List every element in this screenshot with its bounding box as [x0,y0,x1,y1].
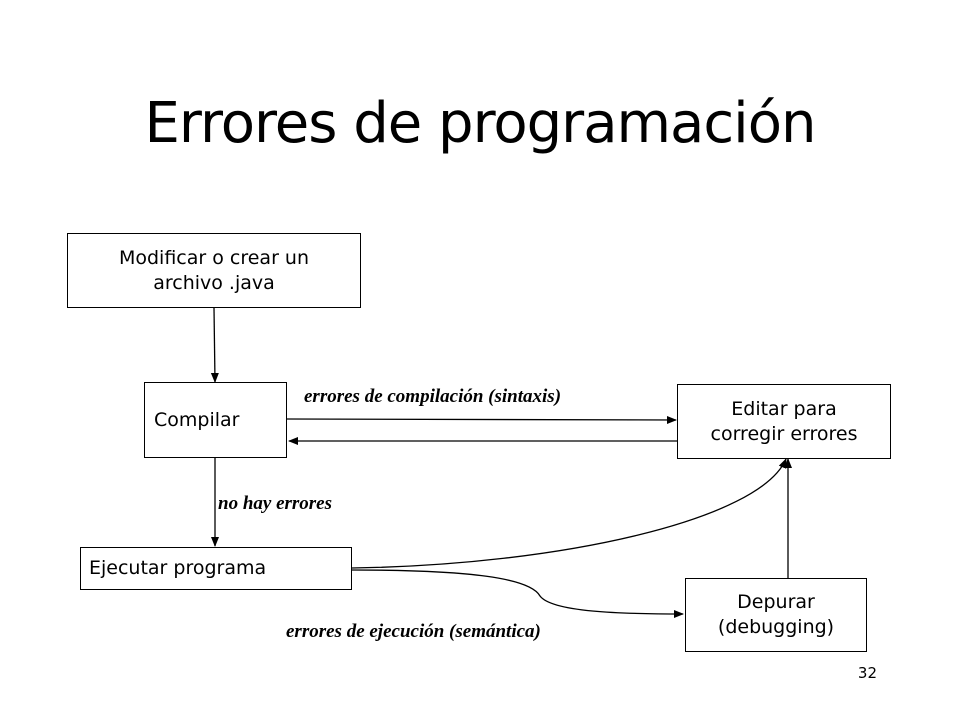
slide-title: Errores de programación [144,91,817,156]
box-depurar-line2: (debugging) [717,616,835,638]
box-depurar-line1: Depurar [737,591,815,613]
box-compilar-text: Compilar [154,408,240,431]
box-ejecutar-text: Ejecutar programa [89,557,267,579]
box-editar: Editar para corregir errores [677,384,891,459]
box-ejecutar: Ejecutar programa [80,547,352,590]
page-number: 32 [857,664,877,682]
arrow-ejecutar-editar [351,458,787,569]
box-modificar-line1: Modificar o crear un [118,246,310,269]
label-no-hay-errores: no hay errores [218,493,333,514]
label-errores-ejecucion: errores de ejecución (semántica) [286,621,541,642]
arrow-modificar-compilar [210,307,219,383]
box-modificar-line2: archivo .java [153,271,275,294]
label-errores-compilacion: errores de compilación (sintaxis) [304,386,562,407]
box-editar-line2: corregir errores [710,422,858,445]
box-depurar: Depurar (debugging) [685,578,867,652]
box-modificar-archivo: Modificar o crear un archivo .java [67,233,361,308]
arrow-compilar-editar [286,415,677,424]
box-editar-line1: Editar para [731,397,837,420]
arrow-ejecutar-depurar [351,569,684,618]
box-compilar: Compilar [144,382,287,458]
